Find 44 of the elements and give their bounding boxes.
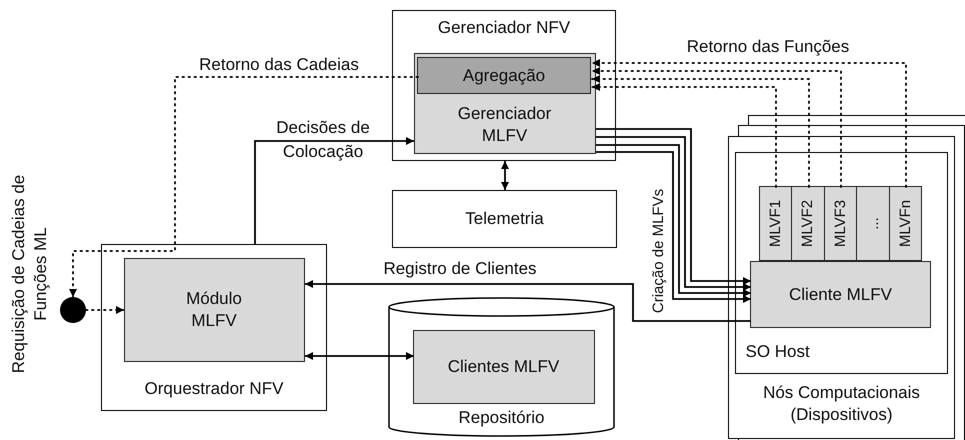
arrow (254, 137, 414, 244)
arrow (305, 280, 751, 322)
node-label: Gerenciador MLFV (456, 102, 552, 146)
container-box (728, 136, 955, 439)
dotted-arrow (591, 67, 842, 188)
dotted-arrow (591, 59, 907, 188)
process-box (750, 261, 931, 328)
function-cell (889, 186, 922, 261)
node-label: Repositório (458, 407, 544, 429)
node-label: Clientes MLFV (448, 356, 560, 378)
node-label: SO Host (746, 340, 810, 362)
edge-label: Decisões de Colocação (275, 117, 371, 163)
dotted-arrow (591, 75, 810, 188)
start-circle (60, 297, 86, 323)
node-label: Módulo MLFV (185, 288, 243, 332)
container-box (392, 190, 617, 248)
process-box (124, 258, 304, 362)
node-label: Agregação (462, 64, 546, 86)
node-label: Telemetria (464, 208, 545, 230)
aggregation-box (417, 57, 591, 94)
node-label: Cliente MLFV (789, 284, 892, 306)
node-label: Nós Computacionais (Dispositivos) (762, 382, 921, 426)
function-cell (791, 186, 825, 261)
process-box (412, 330, 594, 404)
function-label: MLVF2 (800, 200, 816, 248)
container-box (392, 10, 616, 161)
process-box (414, 52, 596, 154)
dotted-arrow (591, 83, 777, 188)
container-box (734, 152, 948, 374)
dotted-arrow (69, 76, 419, 298)
function-label: ... (864, 217, 882, 230)
side-label: Requisição de Cadeias de Funções ML (8, 174, 51, 376)
function-label: MLVF3 (832, 200, 849, 248)
function-cell (824, 186, 857, 261)
node-label: Gerenciador NFV (438, 17, 570, 39)
function-label: MLVFn (897, 200, 914, 248)
function-label: MLVF1 (767, 200, 784, 248)
dotted-arrow (85, 306, 125, 314)
container-box (101, 244, 327, 411)
arrow (305, 352, 414, 360)
function-cell (856, 186, 890, 261)
node-label: Orquestrador NFV (144, 378, 284, 400)
function-cell (759, 186, 792, 261)
arrow (501, 161, 509, 190)
